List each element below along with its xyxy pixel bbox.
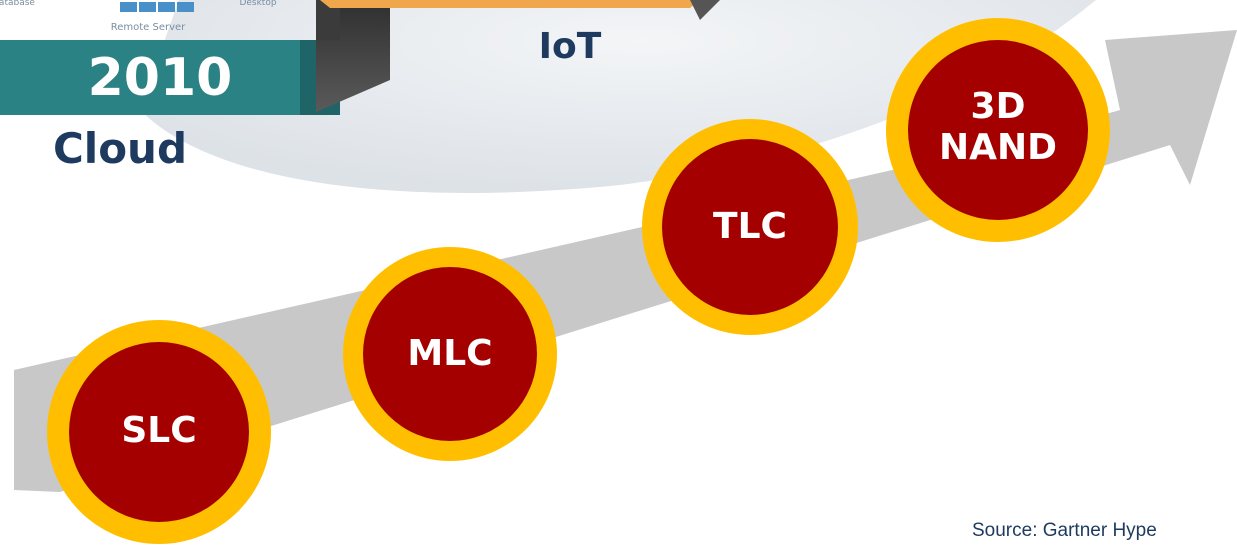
growth-arrow <box>14 30 1237 492</box>
node-slc <box>47 320 271 544</box>
cloud-year: 2010 <box>87 48 233 108</box>
node-3d-nand-label: 3D NAND <box>938 86 1057 169</box>
node-slc-label: SLC <box>121 410 197 451</box>
desktop-caption: Desktop <box>239 0 277 8</box>
node-tlc <box>642 119 858 335</box>
source-caption: Source: Gartner Hype <box>972 520 1157 541</box>
node-mlc <box>343 247 557 461</box>
remote-server-icon <box>120 2 194 12</box>
node-3d-nand <box>886 18 1110 242</box>
cloud-label: Cloud <box>52 124 188 173</box>
remote-server-caption: Remote Server <box>110 22 186 33</box>
database-caption: Database <box>0 0 35 8</box>
iot-step-block <box>320 0 720 20</box>
cloud-step-block <box>0 0 390 115</box>
node-tlc-label: TLC <box>713 206 787 247</box>
node-mlc-label: MLC <box>407 333 493 374</box>
iot-label: IoT <box>538 26 602 67</box>
